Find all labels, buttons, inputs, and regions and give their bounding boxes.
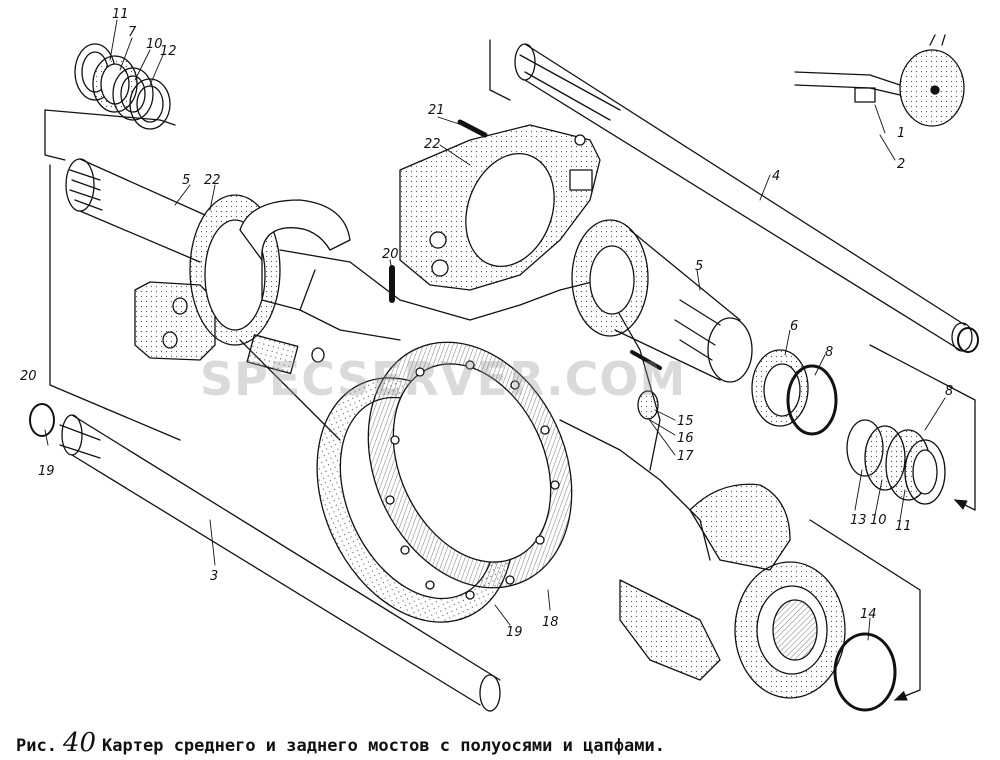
callout-3: 3 — [210, 569, 218, 584]
callout-15: 17 — [677, 449, 694, 464]
callout-16: 18 — [542, 615, 559, 630]
callout-13: 15 — [677, 414, 694, 429]
callout-20: 20 — [382, 247, 399, 262]
callout-17: 19 — [506, 625, 523, 640]
callout-10-top: 10 — [146, 37, 163, 52]
right-trunnion-flange — [619, 483, 897, 712]
bearing-set-top-left — [74, 43, 171, 130]
leader-lines — [44, 19, 946, 641]
bearing-set-right — [846, 419, 946, 505]
callout-11-top: 12 — [160, 44, 177, 59]
callout-12: 14 — [860, 607, 877, 622]
axle-shaft-left — [65, 158, 206, 263]
callout-labels: 11 7 10 12 5 22 1 2 4 21 22 20 5 6 8 8 1… — [20, 7, 953, 640]
callout-10-right: 10 — [870, 513, 887, 528]
callout-22-left: 22 — [204, 173, 221, 188]
caption-figure-number: 40 — [62, 728, 97, 758]
caption-text: Картер среднего и заднего мостов с полуо… — [102, 736, 665, 756]
caption-prefix: Рис. — [16, 736, 57, 756]
watermark: SPECSERVER.COM — [200, 352, 687, 406]
callout-11-right: 13 — [850, 513, 867, 528]
housing-thumbnail — [794, 34, 965, 127]
axle-housing — [134, 194, 711, 561]
callout-5-left: 5 — [182, 173, 190, 188]
callout-1: 1 — [897, 126, 905, 141]
callout-8-right: 8 — [945, 384, 953, 399]
callout-22-gasket: 22 — [424, 137, 441, 152]
gasket-plate — [399, 124, 601, 291]
callout-9-right: 11 — [895, 519, 912, 534]
callout-5-right: 5 — [695, 259, 703, 274]
callout-7: 8 — [825, 345, 833, 360]
callout-21: 21 — [428, 103, 445, 118]
callout-8-top: 7 — [128, 25, 137, 40]
callout-19: 20 — [20, 369, 37, 384]
callout-4: 4 — [772, 169, 780, 184]
callout-18: 19 — [38, 464, 55, 479]
callout-14: 16 — [677, 431, 694, 446]
housing-cover-flange — [316, 341, 573, 623]
stub-axle-right — [571, 219, 753, 383]
callout-9-top: 11 — [112, 7, 129, 22]
callout-6: 6 — [790, 319, 798, 334]
axle-shaft-bottom — [59, 414, 501, 712]
axle-shaft-long — [514, 43, 973, 352]
callout-2: 2 — [897, 157, 905, 172]
